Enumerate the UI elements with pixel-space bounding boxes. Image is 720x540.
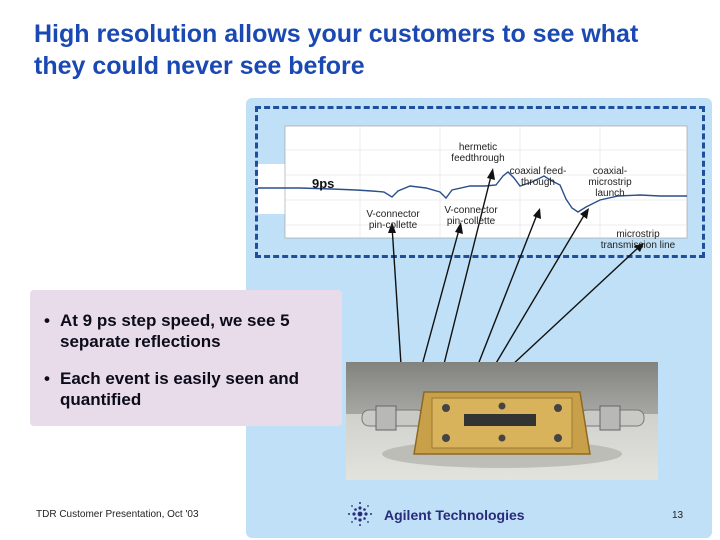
bullet-text: At 9 ps step speed, we see 5 separate re… — [60, 311, 290, 351]
arrowhead — [580, 208, 589, 219]
bullet-dot: • — [44, 369, 50, 388]
annotation-coax-feed: coaxial feed-through — [509, 166, 567, 188]
arrow-hermetic — [439, 171, 493, 381]
agilent-spark-icon — [346, 500, 374, 528]
connector-fixture-photo — [346, 362, 658, 480]
tdr-dashed-frame — [255, 106, 705, 258]
slide-title: High resolution allows your customers to… — [34, 20, 639, 80]
bullet-text: Each event is easily seen and quantified — [60, 369, 300, 409]
annotation-hermetic: hermetic feedthrough — [451, 142, 505, 164]
page-number: 13 — [672, 510, 684, 521]
arrow-vconn-left — [391, 225, 403, 381]
footer-presentation-name: TDR Customer Presentation, Oct '03 — [36, 509, 199, 520]
bullet-dot: • — [44, 311, 50, 330]
tdr-plot-frame — [284, 125, 688, 239]
arrowhead — [533, 208, 541, 219]
annotation-microstrip: microstrip transmission line — [600, 229, 676, 251]
tdr-plot-area — [285, 126, 687, 238]
fixture-illustration — [346, 362, 658, 468]
arrowhead — [388, 222, 396, 233]
arrowhead — [487, 168, 495, 180]
arrow-vconn-right — [417, 225, 461, 381]
arrowhead — [455, 222, 463, 234]
bullet-item: • Each event is easily seen and quantifie… — [44, 368, 330, 410]
arrow-coax-feed — [471, 211, 539, 381]
annotation-vconn-right: V-connector pin-collette — [444, 205, 498, 227]
annotation-coax-launch: coaxial-microstrip launch — [588, 166, 632, 199]
bullet-box: • At 9 ps step speed, we see 5 separate r… — [30, 290, 342, 426]
tdr-trace — [258, 171, 687, 213]
tdr-plot-margin — [258, 164, 288, 214]
arrowhead — [634, 243, 644, 252]
step-speed-label: 9ps — [312, 176, 335, 191]
arrow-launch — [485, 211, 587, 381]
annotation-vconn-left: V-connector pin-collette — [366, 209, 420, 231]
company-logo-text: Agilent Technologies — [384, 507, 525, 523]
arrow-microstrip — [495, 245, 641, 381]
bullet-item: • At 9 ps step speed, we see 5 separate r… — [44, 310, 330, 352]
